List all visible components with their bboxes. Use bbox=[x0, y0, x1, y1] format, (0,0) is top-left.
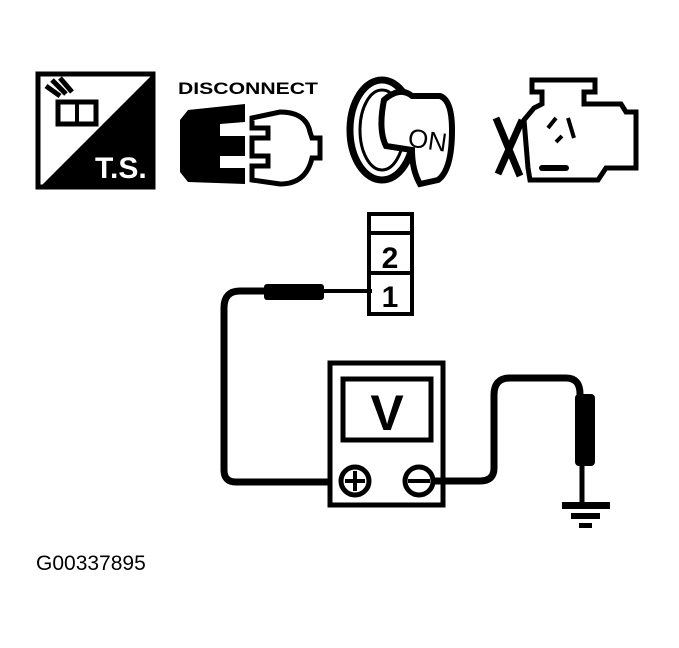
connector-pin-2: 2 bbox=[382, 242, 399, 275]
disconnect-icon: DISCONNECT bbox=[178, 79, 323, 187]
figure-caption: G00337895 bbox=[36, 552, 146, 575]
ground-icon bbox=[562, 502, 610, 528]
negative-test-lead bbox=[433, 374, 595, 503]
positive-test-lead bbox=[220, 284, 372, 486]
voltmeter: V bbox=[327, 360, 446, 508]
ignition-on-icon: ON bbox=[346, 76, 456, 188]
engine-off-icon bbox=[492, 77, 639, 183]
disconnect-label: DISCONNECT bbox=[178, 79, 319, 98]
test-switch-label: T.S. bbox=[95, 152, 147, 185]
test-switch-icon: T.S. bbox=[35, 71, 156, 190]
connector: 2 1 bbox=[367, 212, 414, 316]
ignition-on-label: ON bbox=[406, 122, 449, 157]
meter-display: V bbox=[370, 385, 404, 441]
connector-pin-1: 1 bbox=[382, 281, 399, 314]
